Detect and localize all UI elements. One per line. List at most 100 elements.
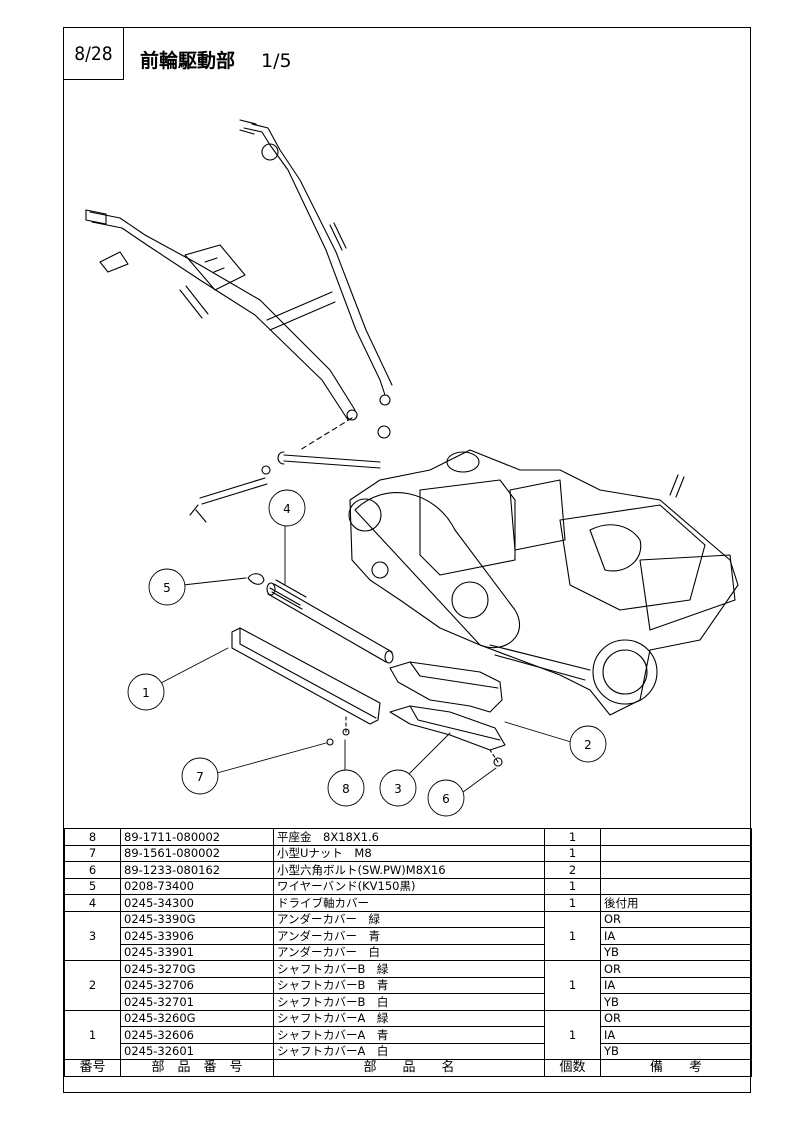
cell-part-number: 0245-32606 [120,1026,274,1044]
cell-part-number: 0245-3260G [120,1009,274,1027]
cell-remarks [600,861,752,879]
callout-4: 4 [268,489,306,527]
cell-remarks: YB [600,943,752,961]
cell-part-name: アンダーカバー 白 [273,943,545,961]
cell-part-name: 小型六角ボルト(SW.PW)M8X16 [273,861,545,879]
cell-remarks [600,877,752,895]
handle-assembly [85,119,393,439]
cell-no: 7 [64,844,121,862]
cell-no: 2 [64,960,121,1011]
cell-remarks: IA [600,1026,752,1044]
under-cover-3 [389,705,506,751]
callout-8: 8 [327,769,365,807]
cell-part-name: シャフトカバーA 青 [273,1026,545,1044]
cell-no: 3 [64,910,121,961]
cell-remarks: OR [600,910,752,928]
shaft-cover-b-2 [389,661,503,713]
cell-qty: 1 [544,960,601,1011]
svg-text:2: 2 [584,738,592,752]
header-no: 番号 [64,1059,121,1077]
cell-remarks: OR [600,960,752,978]
section-subtitle: 1/5 [261,50,292,72]
section-title: 前輪駆動部 [140,50,236,72]
cell-part-number: 0245-3390G [120,910,274,928]
cell-part-name: ドライブ軸カバー [273,894,545,912]
cell-part-number: 89-1711-080002 [120,828,274,846]
cell-part-name: アンダーカバー 緑 [273,910,545,928]
cell-remarks: 後付用 [600,894,752,912]
svg-text:7: 7 [196,770,204,784]
callout-1: 1 [127,673,165,711]
cell-no: 6 [64,861,121,879]
cell-remarks: OR [600,1009,752,1027]
cell-part-name: ワイヤーバンド(KV150黒) [273,877,545,895]
cell-no: 4 [64,894,121,912]
cell-remarks [600,828,752,846]
cell-part-number: 0245-32601 [120,1042,274,1060]
callout-7: 7 [181,757,219,795]
page-number: 8/28 [64,28,124,80]
cell-part-number: 89-1233-080162 [120,861,274,879]
cell-no: 8 [64,828,121,846]
cell-part-name: シャフトカバーA 緑 [273,1009,545,1027]
cell-qty: 1 [544,1009,601,1060]
bolt-6 [493,757,503,767]
cell-qty: 1 [544,828,601,846]
cell-qty: 1 [544,894,601,912]
cell-part-number: 0245-3270G [120,960,274,978]
callout-3: 3 [379,769,417,807]
drive-shaft-cover-4 [266,579,394,664]
callout-5: 5 [148,568,186,606]
shaft-cover-a-1 [231,627,381,725]
cell-remarks: IA [600,927,752,945]
cell-remarks: YB [600,993,752,1011]
callout-2: 2 [569,725,607,763]
exploded-parts-diagram: 1 2 3 4 5 6 7 8 [85,119,739,817]
svg-text:3: 3 [394,782,402,796]
cell-part-number: 89-1561-080002 [120,844,274,862]
cell-part-number: 0245-33906 [120,927,274,945]
cell-part-name: シャフトカバーA 白 [273,1042,545,1060]
header-qty: 個数 [544,1059,601,1077]
cell-part-number: 0208-73400 [120,877,274,895]
parts-table-header: 番号 部 品 番 号 部 品 名 個数 備 考 [64,1059,752,1077]
cell-remarks: IA [600,976,752,994]
svg-text:1: 1 [142,686,150,700]
svg-text:6: 6 [442,792,450,806]
cell-remarks: YB [600,1042,752,1060]
cell-qty: 1 [544,910,601,961]
cell-no: 5 [64,877,121,895]
svg-text:8: 8 [342,782,350,796]
cell-part-name: シャフトカバーB 白 [273,993,545,1011]
cell-part-number: 0245-32706 [120,976,274,994]
header-part-name: 部 品 名 [273,1059,545,1077]
cell-part-name: 小型Uナット M8 [273,844,545,862]
cell-part-number: 0245-34300 [120,894,274,912]
cell-part-number: 0245-32701 [120,993,274,1011]
cell-part-name: シャフトカバーB 緑 [273,960,545,978]
cell-part-number: 0245-33901 [120,943,274,961]
cell-qty: 1 [544,844,601,862]
cell-part-name: シャフトカバーB 青 [273,976,545,994]
cell-part-name: 平座金 8X18X1.6 [273,828,545,846]
cell-remarks [600,844,752,862]
cell-no: 1 [64,1009,121,1060]
svg-text:5: 5 [163,581,171,595]
header-part-number: 部 品 番 号 [120,1059,274,1077]
parts-sheet: 8/28 前輪駆動部 1/5 [63,27,751,1093]
page-title: 前輪駆動部 1/5 [140,46,292,73]
tiller-body [348,449,739,716]
